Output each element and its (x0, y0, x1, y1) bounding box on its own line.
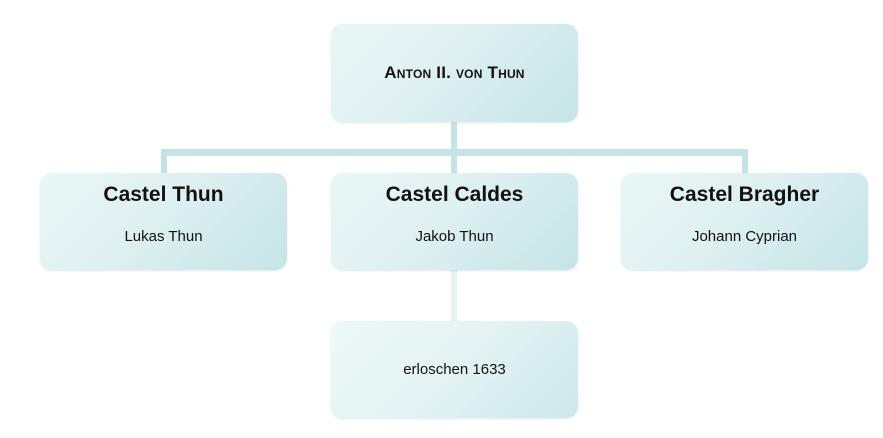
branch-title: Castel Thun (103, 183, 224, 206)
drop-connector-bragher (742, 149, 748, 173)
root-node: Anton II. von Thun (331, 24, 578, 122)
branch-subtitle: Jakob Thun (415, 228, 494, 245)
branch-subtitle: Lukas Thun (124, 228, 203, 245)
child-connector (451, 270, 457, 321)
root-title: Anton II. von Thun (384, 63, 525, 82)
drop-connector-thun (161, 149, 167, 173)
extinct-label: erloschen 1633 (403, 361, 506, 378)
branch-title: Castel Bragher (669, 183, 820, 206)
branch-node-castel-bragher: Castel Bragher Johann Cyprian (621, 173, 868, 270)
root-connector (451, 122, 457, 156)
branch-title: Castel Caldes (385, 183, 524, 206)
child-node-extinct: erloschen 1633 (331, 321, 578, 418)
drop-connector-caldes (451, 149, 457, 173)
branch-subtitle: Johann Cyprian (691, 228, 798, 245)
branch-node-castel-caldes: Castel Caldes Jakob Thun (331, 173, 578, 270)
branch-node-castel-thun: Castel Thun Lukas Thun (40, 173, 287, 270)
